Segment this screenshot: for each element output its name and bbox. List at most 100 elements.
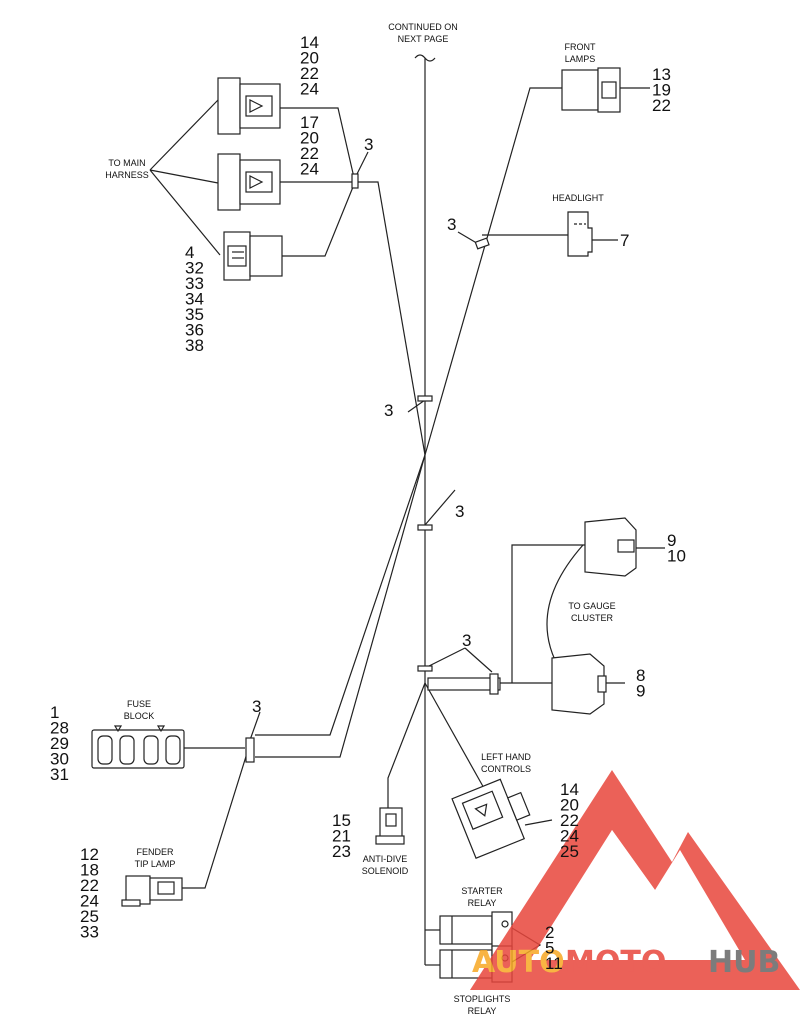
item-number-left-hand-controls-3: 24 <box>560 827 579 846</box>
item-number-main-conn-3-2: 33 <box>185 274 204 293</box>
clip-headlight <box>474 237 490 250</box>
item-number-anti-dive-0: 15 <box>332 811 351 830</box>
stoplights-relay-label-line1: STOPLIGHTS <box>454 994 511 1004</box>
connectors <box>91 67 637 983</box>
fuse-block-label-line1: FUSE <box>127 699 151 709</box>
starter-relay <box>439 911 513 949</box>
item-number-fuse-block-2: 29 <box>50 734 69 753</box>
left-hand-label-line2: CONTROLS <box>481 764 531 774</box>
main-harness-leader <box>149 99 221 256</box>
item-number-fuse-block-4: 31 <box>50 765 69 784</box>
main-conn1-wire <box>280 107 356 183</box>
item-number-main-conn-1-0: 14 <box>300 33 319 52</box>
item-number-main-conn-1-2: 22 <box>300 64 319 83</box>
item-number-front-lamps-2: 22 <box>652 96 671 115</box>
main-branch-wire <box>357 181 426 456</box>
labels: CONTINUED ON NEXT PAGE TO MAIN HARNESS F… <box>105 22 615 1016</box>
clip-number-2: 3 <box>384 401 393 420</box>
left-hand-controls-connector <box>451 778 531 859</box>
item-number-fuse-block-0: 1 <box>50 703 59 722</box>
item-number-main-conn-3-1: 32 <box>185 259 204 278</box>
item-number-fender-tip-lamp-0: 12 <box>80 845 99 864</box>
clip-leader-f <box>424 647 493 673</box>
item-number-gauge-conn-2-0: 8 <box>636 666 645 685</box>
anti-dive-solenoid <box>375 807 405 845</box>
main-conn3-wire <box>280 181 356 257</box>
fender-tip-wire <box>182 749 249 889</box>
left-hand-wire <box>424 682 486 791</box>
clip-number-0: 3 <box>364 135 373 154</box>
gauge-cluster-label-line2: CLUSTER <box>571 613 614 623</box>
gauge-harness-clamp-end <box>489 673 499 695</box>
clip-trunk-upper <box>417 395 433 402</box>
fender-tip-lamp-connector <box>121 875 183 907</box>
clip-leader-e <box>249 711 261 741</box>
logo-triangle-shape <box>470 770 800 990</box>
clip-number-4: 3 <box>252 697 261 716</box>
item-number-left-hand-controls-0: 14 <box>560 780 579 799</box>
item-number-headlight: 7 <box>620 231 629 250</box>
item-number-left-hand-controls-1: 20 <box>560 796 579 815</box>
front-lamps-label-line1: FRONT <box>565 42 596 52</box>
front-lamps-connector <box>561 67 621 113</box>
item-number-fuse-block-1: 28 <box>50 719 69 738</box>
break-marker <box>414 54 436 62</box>
item-number-main-conn-2-1: 20 <box>300 129 319 148</box>
item-number-gauge-conn-1-1: 10 <box>667 547 686 566</box>
main-harness-label-line1: TO MAIN <box>108 158 145 168</box>
item-number-main-conn-3-0: 4 <box>185 243 194 262</box>
item-number-anti-dive-1: 21 <box>332 827 351 846</box>
item-number-fender-tip-lamp-1: 18 <box>80 861 99 880</box>
gauge-cluster-label-line1: TO GAUGE <box>568 601 615 611</box>
item-number-left-hand-controls-4: 25 <box>560 842 579 861</box>
main-harness-connector-1 <box>217 77 281 135</box>
anti-dive-label-line2: SOLENOID <box>362 866 409 876</box>
left-hand-label-line1: LEFT HAND <box>481 752 531 762</box>
clip-fuse <box>245 737 255 763</box>
clip-number-1: 3 <box>447 215 456 234</box>
fuse-block-label-line2: BLOCK <box>124 711 155 721</box>
item-number-main-conn-3-5: 36 <box>185 321 204 340</box>
front-lamps-label-line2: LAMPS <box>565 54 596 64</box>
item-number-fender-tip-lamp-3: 24 <box>80 892 99 911</box>
wires <box>149 54 665 966</box>
gauge-connector-2 <box>551 653 607 715</box>
logo-word-moto: MOTO <box>565 945 666 980</box>
clip-number-3: 3 <box>455 502 464 521</box>
gauge-harness-clamp <box>427 677 501 691</box>
item-number-gauge-conn-2-1: 9 <box>636 682 645 701</box>
clip-main <box>351 173 359 189</box>
gauge-conn1-wire <box>511 544 585 683</box>
continued-label-line2: NEXT PAGE <box>398 34 449 44</box>
main-harness-connector-2 <box>217 153 281 211</box>
item-number-relays-0: 2 <box>545 923 554 942</box>
item-number-anti-dive-2: 23 <box>332 842 351 861</box>
clip-trunk-gauge <box>417 665 433 672</box>
automotohub-logo: AUTO MOTO HUB <box>470 770 800 990</box>
starter-relay-label-line2: RELAY <box>468 898 497 908</box>
item-number-main-conn-3-4: 35 <box>185 305 204 324</box>
clip-leader-b <box>407 399 426 413</box>
fender-tip-label-line2: TIP LAMP <box>135 859 176 869</box>
item-number-main-conn-2-3: 24 <box>300 160 319 179</box>
clip-leader-a <box>424 489 456 526</box>
item-number-main-conn-2-0: 17 <box>300 113 319 132</box>
item-number-fender-tip-lamp-5: 33 <box>80 923 99 942</box>
item-numbers: 1420222417202224432333435363813192291089… <box>50 33 686 973</box>
item-number-left-hand-controls-2: 22 <box>560 811 579 830</box>
gauge-loop-wire <box>546 544 584 661</box>
item-number-main-conn-1-1: 20 <box>300 49 319 68</box>
item-number-fender-tip-lamp-2: 22 <box>80 876 99 895</box>
starter-relay-label-line1: STARTER <box>461 886 503 896</box>
clips <box>245 173 501 763</box>
item-number-relays-1: 5 <box>545 939 554 958</box>
headlight-connector <box>567 211 593 257</box>
item-number-front-lamps-1: 19 <box>652 81 671 100</box>
headlight-label: HEADLIGHT <box>552 193 604 203</box>
item-number-gauge-conn-1-0: 9 <box>667 531 676 550</box>
stoplights-relay-label-line2: RELAY <box>468 1006 497 1016</box>
gauge-connector-1 <box>584 517 637 577</box>
front-lamps-wire-2 <box>255 454 426 758</box>
